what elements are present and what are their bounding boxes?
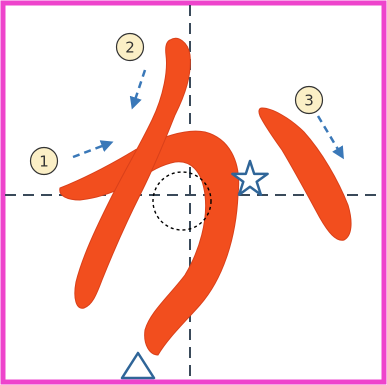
step-2-number: 2 (125, 39, 135, 57)
step-1-number: 1 (39, 153, 49, 171)
step-3-number: 3 (304, 92, 314, 110)
